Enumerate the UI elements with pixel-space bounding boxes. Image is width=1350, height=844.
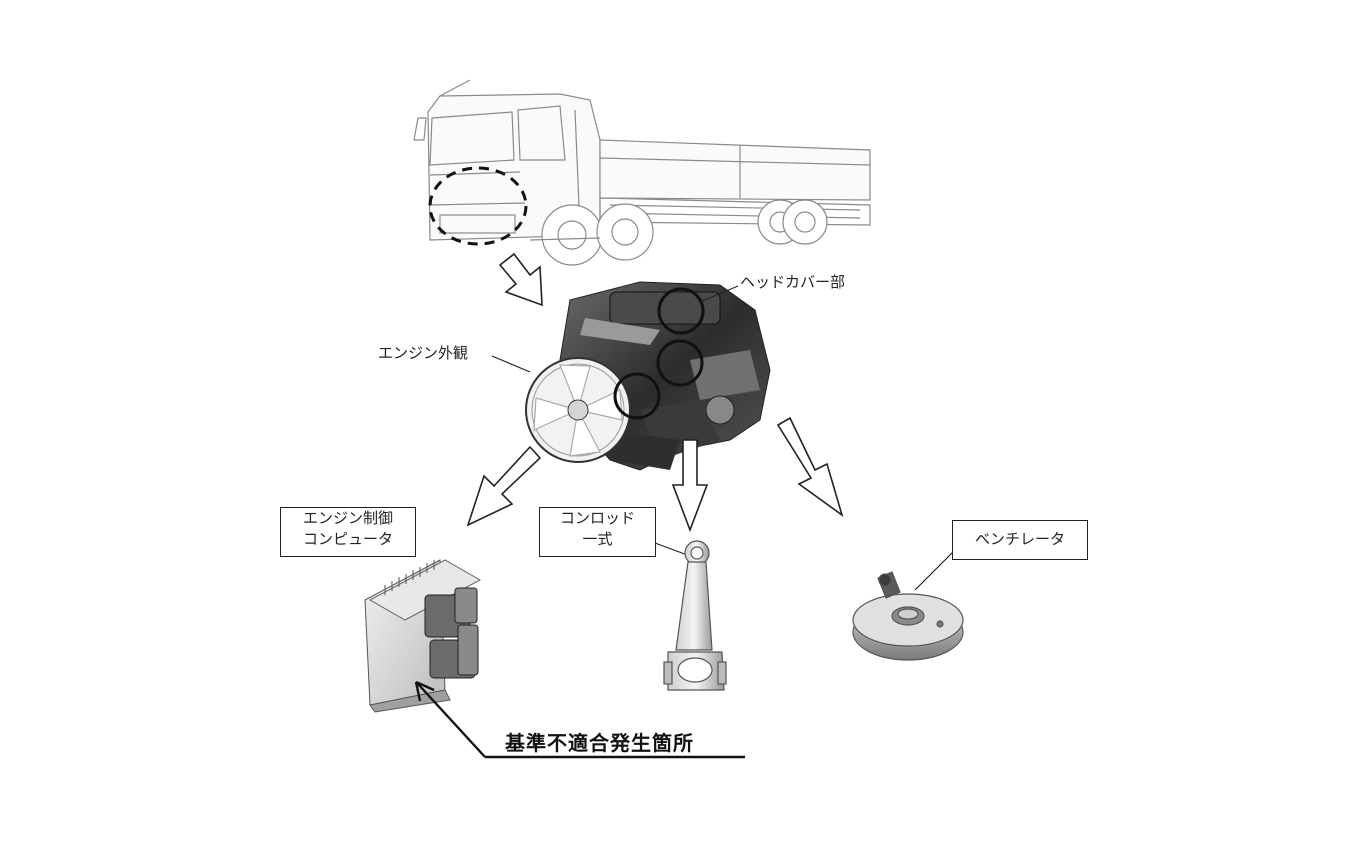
- ventilator-label-box: ベンチレータ: [952, 520, 1088, 560]
- connecting-rod-illustration: [664, 541, 726, 690]
- conrod-label-line1: コンロッド: [540, 508, 655, 529]
- ventilator-label: ベンチレータ: [953, 521, 1087, 558]
- conrod-label-box: コンロッド 一式: [539, 507, 656, 557]
- arrow-engine-to-ecu: [468, 447, 540, 525]
- ecu-label-line2: コンピュータ: [281, 529, 415, 550]
- head-cover-label: ヘッドカバー部: [740, 272, 845, 292]
- callout-arrow-icon: [418, 684, 485, 757]
- arrow-engine-to-ventilator: [778, 418, 842, 515]
- arrow-truck-to-engine: [500, 254, 542, 305]
- conrod-label-line2: 一式: [540, 529, 655, 550]
- engine-exterior-leader: [492, 356, 530, 372]
- ecu-label-box: エンジン制御 コンピュータ: [280, 507, 416, 557]
- ecu-label-line1: エンジン制御: [281, 508, 415, 529]
- truck-illustration: [414, 80, 870, 265]
- nonconformity-caption: 基準不適合発生箇所: [505, 727, 694, 756]
- engine-exterior-label: エンジン外観: [378, 343, 468, 363]
- ventilator-illustration: [853, 572, 963, 660]
